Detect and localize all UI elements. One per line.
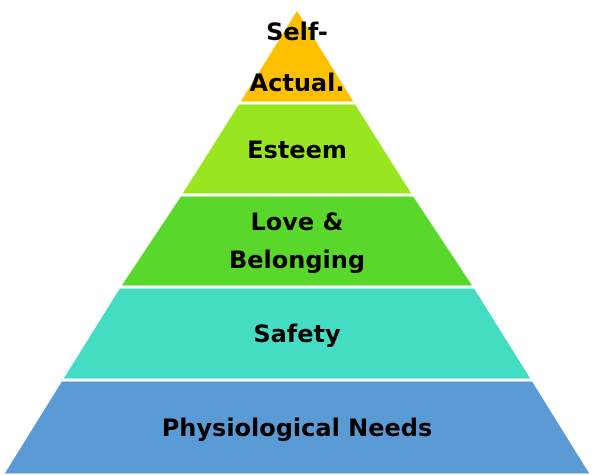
label-safety: Safety [253,320,341,348]
label-self-line-2: Actual. [250,69,345,97]
label-physiological-needs: Physiological Needs [162,414,433,442]
label-self-line-1: Self- [266,18,328,46]
tier-self-actualization [235,5,359,105]
label-love-line-1: Love & [251,208,344,236]
label-love-line-2: Belonging [229,246,365,274]
label-esteem: Esteem [247,136,347,164]
